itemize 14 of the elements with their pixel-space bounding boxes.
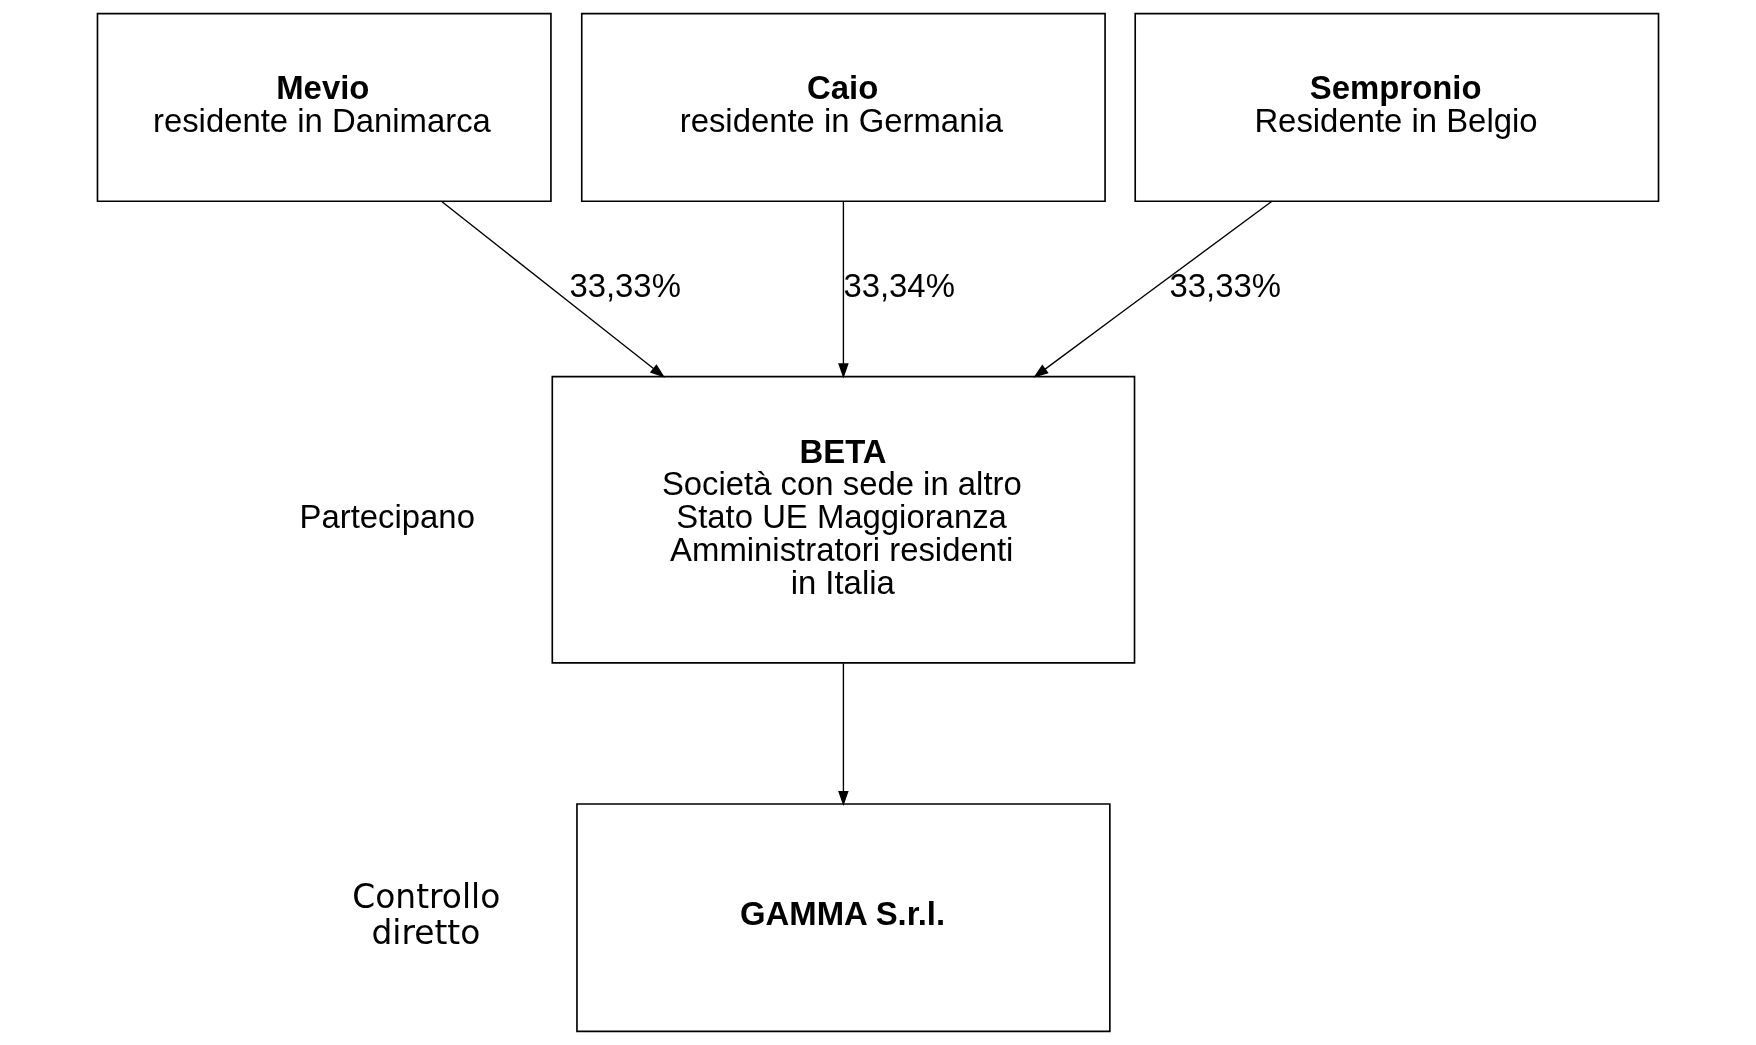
arrow: [838, 201, 849, 379]
node-box: Caio residente in Germania: [580, 12, 1106, 203]
label: Controllo diretto: [352, 877, 501, 953]
node-box: GAMMA S.r.l.: [576, 803, 1111, 1033]
arrow: [441, 201, 665, 378]
edge-label: 33,33%: [1169, 267, 1281, 305]
label: Partecipano: [299, 498, 475, 536]
node-box: BETA Società con sede in altro Stato UE Maggioranza Amministratori residenti in Italia: [551, 375, 1136, 664]
edge-label: 33,34%: [843, 267, 955, 305]
node-box: Mevio residente in Danimarca: [96, 12, 552, 203]
arrow: [1033, 200, 1273, 378]
edge-label: 33,33%: [569, 267, 681, 305]
arrow: [838, 662, 849, 806]
node-box: Sempronio Residente in Belgio: [1134, 12, 1660, 203]
